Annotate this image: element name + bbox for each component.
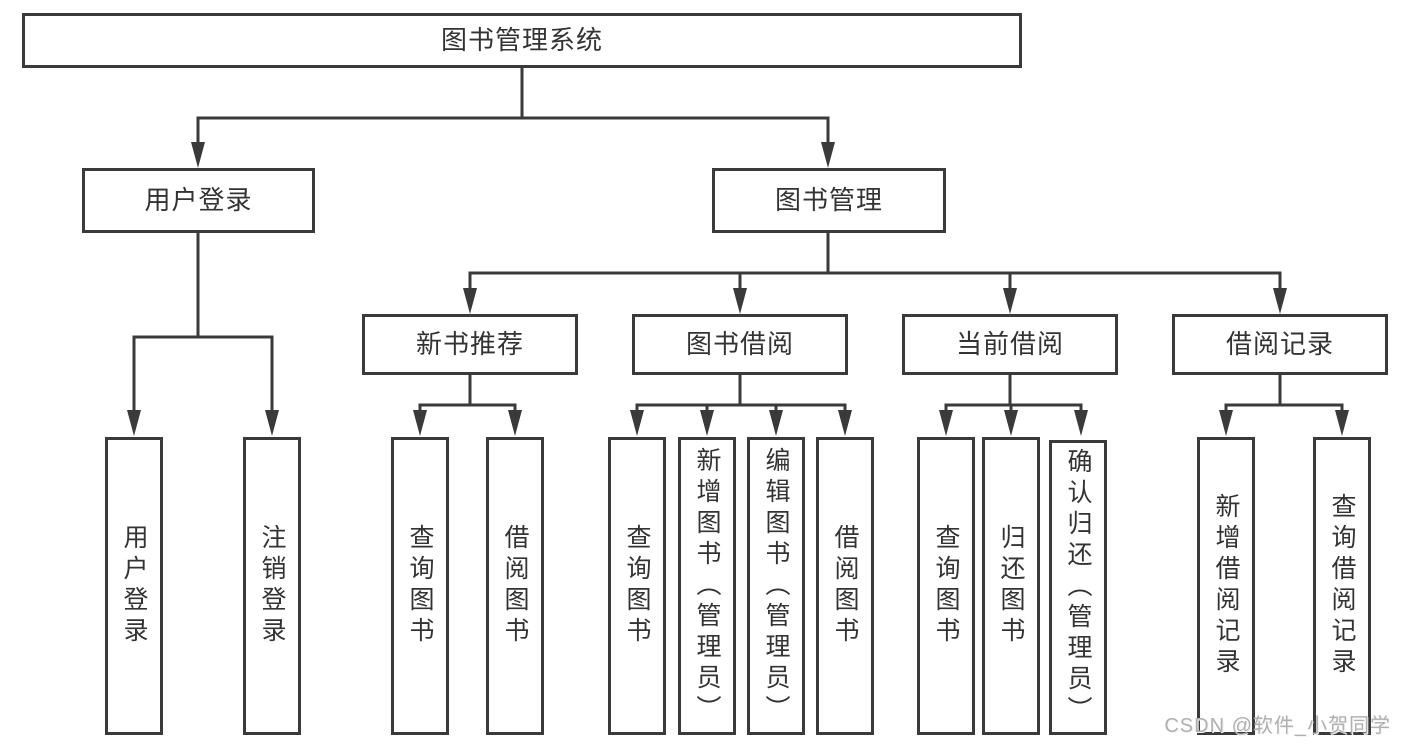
node-user-login: 用户登录 — [82, 168, 315, 233]
node-book-management: 图书管理 — [712, 168, 946, 233]
leaf-query-books-current: 查询图书 — [917, 437, 975, 735]
leaf-confirm-return-admin: 确认归还（管理员） — [1049, 440, 1107, 735]
arrowheads — [127, 142, 1349, 436]
leaf-borrow-books-borrow: 借阅图书 — [816, 437, 874, 735]
leaf-query-books-recommend: 查询图书 — [391, 437, 449, 735]
node-borrow-records: 借阅记录 — [1172, 314, 1388, 375]
node-current-borrow: 当前借阅 — [902, 314, 1118, 375]
node-library-management-system: 图书管理系统 — [22, 13, 1022, 68]
leaf-query-books-borrow: 查询图书 — [608, 437, 666, 735]
leaf-edit-book-admin: 编辑图书（管理员） — [747, 437, 805, 735]
leaf-add-borrow-record: 新增借阅记录 — [1197, 437, 1255, 735]
node-new-book-recommend: 新书推荐 — [362, 314, 578, 375]
csdn-watermark: CSDN @软件_小贺同学 — [1164, 715, 1391, 737]
connector-path — [132, 66, 1344, 416]
leaf-add-book-admin: 新增图书（管理员） — [678, 437, 736, 735]
node-book-borrow: 图书借阅 — [632, 314, 848, 375]
leaf-return-book: 归还图书 — [982, 437, 1040, 735]
leaf-logout: 注销登录 — [243, 437, 301, 735]
leaf-user-login: 用户登录 — [105, 437, 163, 735]
leaf-borrow-books-recommend: 借阅图书 — [486, 437, 544, 735]
leaf-query-borrow-record: 查询借阅记录 — [1313, 437, 1371, 735]
